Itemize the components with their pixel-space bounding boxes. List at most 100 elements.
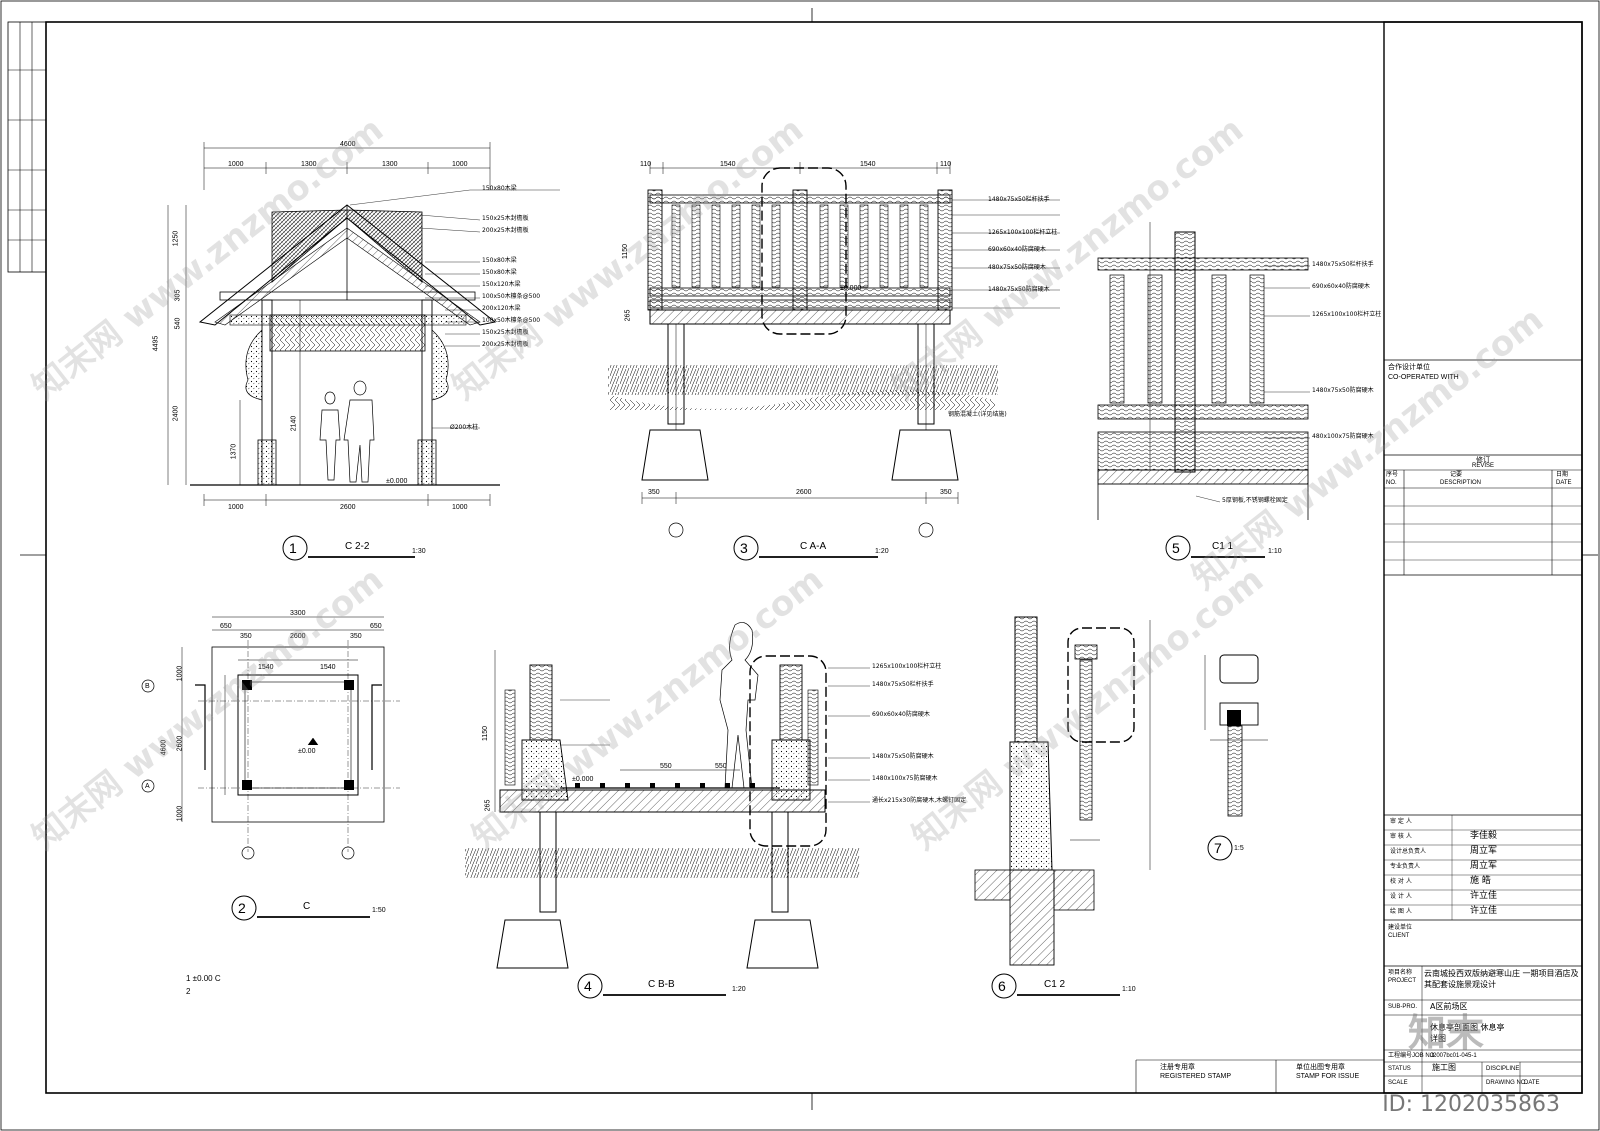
d1-dim-top-1: 1300 [301,161,317,168]
d5-note-2: 1265x100x100栏杆立柱 [1312,311,1382,318]
tb-status: 施工图 [1432,1063,1456,1072]
d3-dim-top-1: 1540 [720,161,736,168]
d1-dim-top-2: 1300 [382,161,398,168]
tb-drawingno-en: DRAWING NO. [1486,1080,1528,1086]
d1-dim-top-3: 1000 [452,161,468,168]
detail-3-num: 3 [740,540,748,556]
detail-6-railing [974,616,1151,966]
d3-note-2: 690x60x40防腐硬木 [988,246,1046,253]
d3-dim-top-2: 1540 [860,161,876,168]
d3-note-1: 1265x100x100栏杆立柱 [988,229,1058,236]
d1-dim-bot-1: 2600 [340,504,356,511]
tb-revise-en: REVISE [1472,463,1495,469]
detail-4-num: 4 [584,978,592,994]
detail-1-elevation [167,142,560,506]
d3-note-5: 钢筋混凝土(详见结施) [948,411,1007,418]
tb-scale-en: SCALE [1388,1080,1408,1086]
d3-dim-bot-1: 2600 [796,489,812,496]
d1-level: ±0.000 [386,478,408,485]
d2-v-total: 4600 [160,739,168,756]
d2-dim-top-0: 650 [220,623,232,630]
detail-2-plan [141,616,400,860]
tb-role-5: 设 计 人 [1390,893,1412,900]
d2-dim-top-2: 2600 [290,633,306,640]
tb-project-cn: 项目名称 [1388,969,1413,976]
tb-client-en: CLIENT [1388,933,1410,939]
tb-name-5: 许立佳 [1470,891,1498,901]
human-figure [719,622,759,789]
d2-level: ±0.00 [298,748,316,755]
d2-v-2: 1000 [176,805,184,822]
human-figures [319,380,375,483]
detail-5-num: 5 [1172,540,1180,556]
d3-dim-top-0: 110 [640,161,652,168]
d1-note-7: 200x120木梁 [482,305,521,312]
tb-name-6: 许立佳 [1470,906,1498,916]
detail-2-scale: 1:50 [372,907,386,914]
d1-dim-height: 4495 [152,335,160,352]
id-badge: ID: 1202035863 [1382,1092,1560,1117]
d1-note-5: 150x120木梁 [482,281,521,288]
tb-name-3: 周立军 [1470,861,1498,871]
detail-4-scale: 1:20 [732,986,746,993]
d3-dim-top-3: 110 [940,161,952,168]
d4-note-0: 1265x100x100栏杆立柱 [872,663,942,670]
d4-dim-mid-1: 550 [715,763,727,770]
tb-desc-cn: 记要 [1450,471,1463,478]
tb-issue-en: STAMP FOR ISSUE [1296,1073,1360,1080]
tb-subpro-name: A区前场区 [1430,1002,1468,1011]
d2-dim-top-1: 350 [240,633,252,640]
tb-role-0: 审 定 人 [1390,818,1412,825]
d1-dim-v-1: 305 [174,289,182,302]
tb-role-1: 审 核 人 [1390,833,1412,840]
detail-1-scale: 1:30 [412,548,426,555]
tb-role-3: 专业负责人 [1390,863,1421,870]
d1-dim-v-2: 540 [174,317,182,330]
tb-name-4: 施 皓 [1470,876,1491,886]
detail-5-title: C1 1 [1212,541,1234,552]
d2-axis-b: B [145,683,150,690]
tb-registered-cn: 注册专用章 [1160,1063,1195,1071]
detail-4-section [465,622,870,969]
d4-note-1: 1480x75x50栏杆扶手 [872,681,934,688]
d1-dim-v-0: 1250 [172,230,180,247]
d1-note-2: 200x25木封檐板 [482,227,529,234]
d2-span-1: 1540 [320,664,336,671]
d1-note-11: Ø200木柱 [450,424,479,431]
d2-v-1: 2600 [176,735,184,752]
detail-5-scale: 1:10 [1268,548,1282,555]
d1-note-8: 100x50木檩条@500 [482,317,541,324]
detail-2-title: C [303,901,311,912]
d4-note-5: 通长x215x30防腐硬木,木螺钉固定 [872,797,967,804]
detail-3-section [608,162,1060,538]
d4-dim-left-0: 1150 [482,725,490,742]
tb-date-cn: 日期 [1556,471,1569,478]
d1-note-4: 150x80木梁 [482,269,517,276]
d4-dim-left-1: 265 [484,799,492,812]
d5-note-4: 480x100x75防腐硬木 [1312,433,1374,440]
left-signature-strip [7,21,47,273]
d1-note-0: 150x80木梁 [482,185,517,192]
d1-dim-v-3: 2400 [172,405,180,422]
d2-axis-a: A [145,783,150,790]
detail-2-num: 2 [238,900,246,916]
tb-desc-en: DESCRIPTION [1440,480,1482,486]
tb-project-name: 云南城投西双版纳避寒山庄 一期项目酒店及其配套设施景观设计 [1424,969,1579,989]
tb-role-4: 校 对 人 [1390,878,1412,885]
d4-note-4: 1480x100x75防腐硬木 [872,775,938,782]
d1-dim-overall: 4600 [340,141,356,148]
d2-dim-top-3: 350 [350,633,362,640]
d3-dim-left-1: 265 [624,309,632,322]
d4-note-3: 1480x75x50防腐硬木 [872,753,934,760]
detail-7-scale: 1:5 [1234,845,1244,852]
d2-v-0: 1000 [176,665,184,682]
tb-no-en: NO. [1386,480,1397,486]
tb-drawing-title: 休息亭剖面图 休息亭详图 [1430,1023,1505,1043]
d1-note-6: 100x50木檩条@500 [482,293,541,300]
tb-status-en: STATUS [1388,1066,1411,1072]
d1-note-3: 150x80木梁 [482,257,517,264]
tb-name-2: 周立军 [1470,846,1498,856]
d5-note-0: 1480x75x50栏杆扶手 [1312,261,1374,268]
